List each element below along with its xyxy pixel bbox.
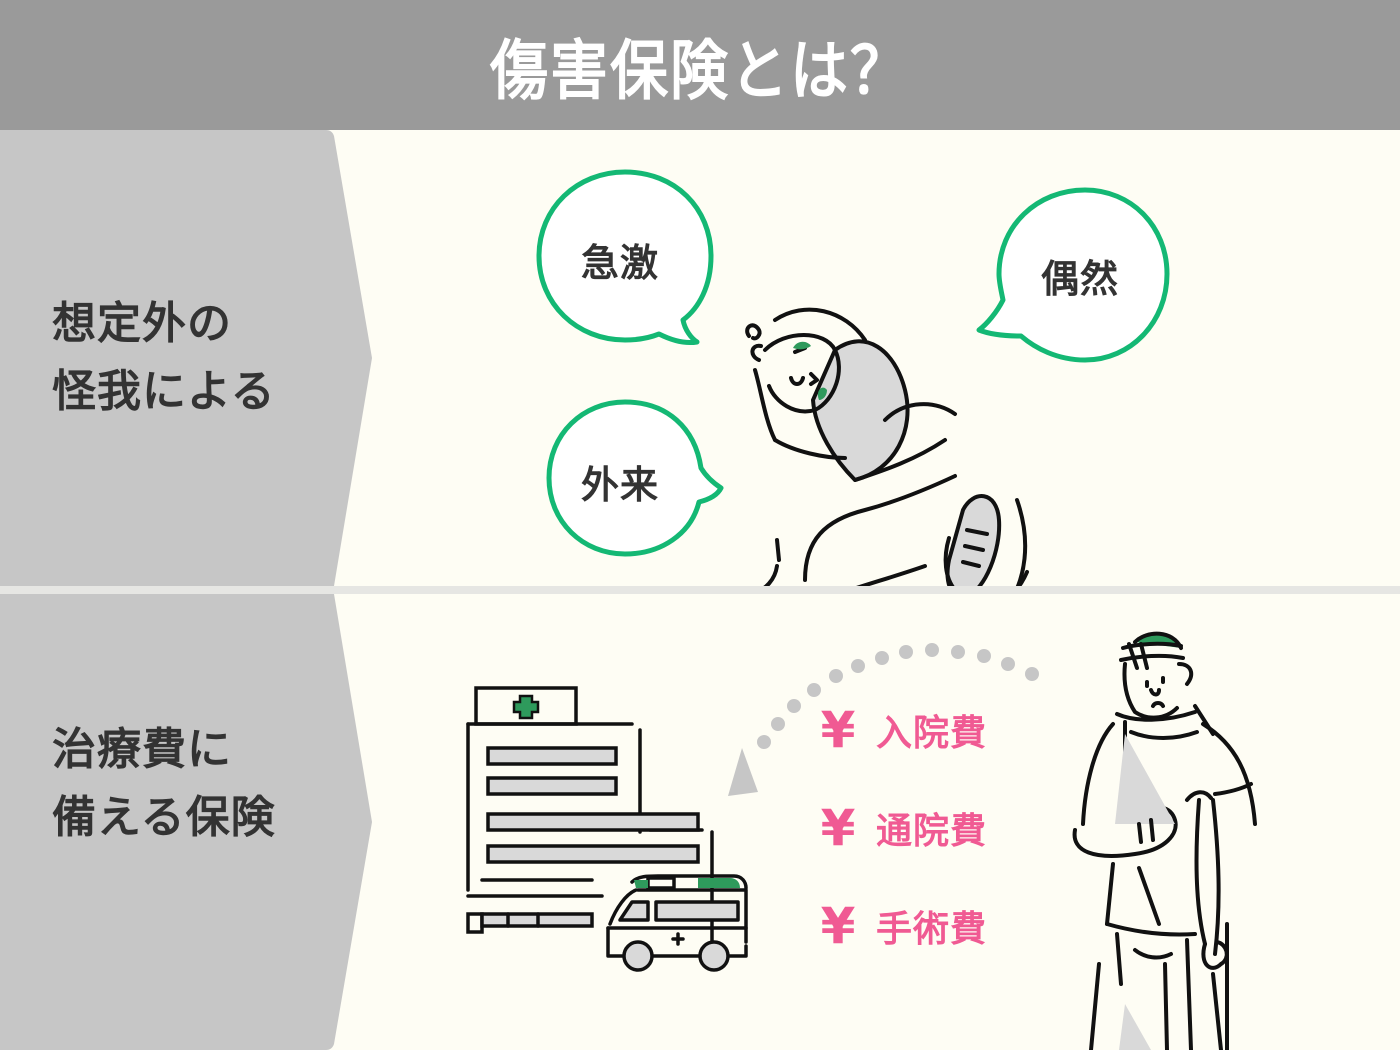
injured-person-icon <box>1072 631 1257 1050</box>
section-label: 想定外の 怪我による <box>52 290 276 426</box>
section-divider <box>0 586 1400 594</box>
section-unexpected-injury: 想定外の 怪我による 急激 外来 偶然 <box>0 130 1400 669</box>
label-line-1: 治療費に <box>52 724 232 775</box>
section-label: 治療費に 備える保険 <box>52 716 276 852</box>
cost-label: 通院費 <box>876 811 988 852</box>
section-treatment-costs: 治療費に 備える保険 <box>0 594 1400 1050</box>
dotted-arrow-icon <box>728 643 1039 796</box>
bubble-label: 偶然 <box>1041 257 1120 301</box>
label-line-1: 想定外の <box>52 298 232 349</box>
hospital-icon <box>466 686 714 942</box>
page-title: 傷害保険とは？ <box>489 32 910 109</box>
bubble-label: 外来 <box>581 463 660 507</box>
speech-bubble-external: 外来 <box>545 398 725 558</box>
label-line-2: 怪我による <box>52 366 276 417</box>
header-banner: 傷害保険とは？ <box>0 0 1400 130</box>
section-label-panel: 想定外の 怪我による <box>0 130 372 586</box>
ambulance-icon <box>606 874 748 972</box>
bubble-label: 急激 <box>581 241 660 285</box>
arrow-panel-shape <box>0 130 372 586</box>
yen-icon: ¥ <box>820 897 856 955</box>
cost-item-surgery: ¥ 手術費 <box>808 900 987 952</box>
label-line-2: 備える保険 <box>52 792 276 843</box>
speech-bubble-icon <box>976 187 1170 363</box>
cost-item-hospitalization: ¥ 入院費 <box>808 704 987 756</box>
arrow-panel-shape <box>0 594 372 1050</box>
yen-icon: ¥ <box>820 799 856 857</box>
cost-item-outpatient: ¥ 通院費 <box>808 802 987 854</box>
section-label-panel: 治療費に 備える保険 <box>0 594 372 1050</box>
speech-bubble-sudden: 急激 <box>535 168 715 350</box>
speech-bubble-icon <box>546 399 724 557</box>
speech-bubble-accidental: 偶然 <box>975 186 1171 366</box>
cost-label: 入院費 <box>876 713 988 754</box>
cost-label: 手術費 <box>876 909 988 950</box>
speech-bubble-icon <box>536 169 714 345</box>
yen-icon: ¥ <box>820 701 856 759</box>
